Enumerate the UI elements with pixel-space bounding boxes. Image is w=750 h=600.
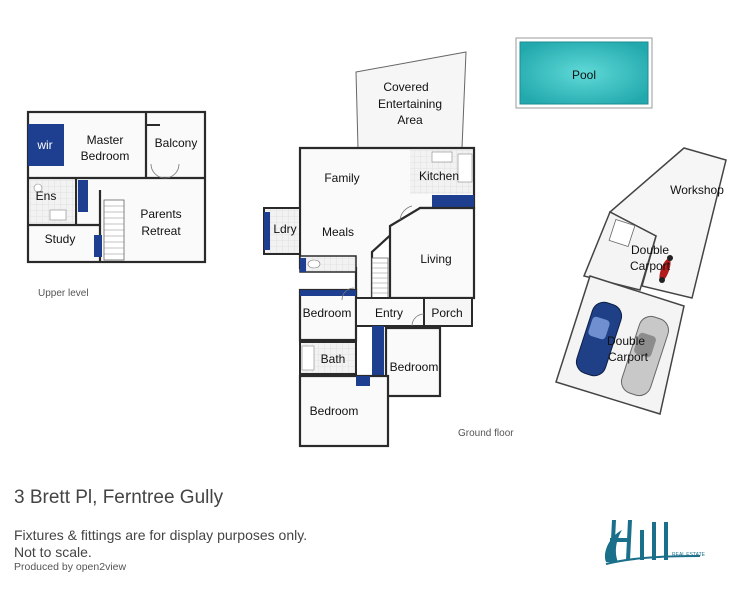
room-label-double-carport-2a: Double (607, 334, 645, 348)
outbuildings (555, 147, 727, 415)
blue-car-icon (575, 301, 623, 377)
silver-car-icon (620, 315, 670, 397)
room-label-covered-3: Area (397, 113, 423, 127)
room-label-covered-2: Entertaining (378, 97, 442, 111)
room-label-master-bedroom-2: Bedroom (81, 149, 130, 163)
room-label-living: Living (420, 252, 451, 266)
room-label-bedroom-c: Bedroom (310, 404, 359, 418)
room-label-double-carport-1b: Carport (630, 259, 671, 273)
motorbike-icon (659, 255, 673, 283)
room-label-ldry: Ldry (273, 222, 296, 236)
room-label-bedroom-a: Bedroom (303, 306, 352, 320)
logo-tagline: REAL ESTATE (672, 552, 706, 558)
property-address: 3 Brett Pl, Ferntree Gully (14, 487, 224, 508)
caption-upper-level: Upper level (38, 288, 89, 299)
pool (515, 37, 653, 109)
upper-level-plan (26, 110, 207, 264)
disclaimer-line-2: Not to scale. (14, 544, 92, 560)
room-label-covered-1: Covered (383, 80, 428, 94)
room-label-balcony: Balcony (155, 136, 198, 150)
room-label-ens: Ens (36, 189, 57, 203)
disclaimer: Fixtures & fittings are for display purp… (14, 527, 307, 561)
room-label-master-bedroom-1: Master (87, 133, 124, 147)
room-label-bath: Bath (321, 352, 346, 366)
produced-by: Produced by open2view (14, 561, 127, 573)
room-label-entry: Entry (375, 306, 403, 320)
room-label-wir: wir (36, 138, 52, 152)
room-label-family: Family (324, 171, 359, 185)
room-label-parents-retreat-2: Retreat (141, 224, 181, 238)
room-label-meals: Meals (322, 225, 354, 239)
wir-built-in (28, 124, 64, 166)
ground-floor-plan (263, 51, 476, 448)
room-label-double-carport-1a: Double (631, 243, 669, 257)
caption-ground-floor: Ground floor (458, 428, 514, 439)
room-label-kitchen: Kitchen (419, 169, 459, 183)
room-label-workshop: Workshop (670, 183, 724, 197)
stairs-ground (371, 257, 389, 299)
hill-logo-icon: REAL ESTATE (604, 520, 706, 565)
hill-real-estate-logo: REAL ESTATE (600, 512, 710, 570)
stairs-upper (103, 199, 125, 261)
room-label-study: Study (45, 232, 76, 246)
room-label-parents-retreat-1: Parents (140, 207, 181, 221)
room-label-double-carport-2b: Carport (608, 350, 649, 364)
disclaimer-line-1: Fixtures & fittings are for display purp… (14, 527, 308, 543)
room-label-pool: Pool (572, 68, 596, 82)
room-label-porch: Porch (431, 306, 462, 320)
room-label-bedroom-b: Bedroom (390, 360, 439, 374)
